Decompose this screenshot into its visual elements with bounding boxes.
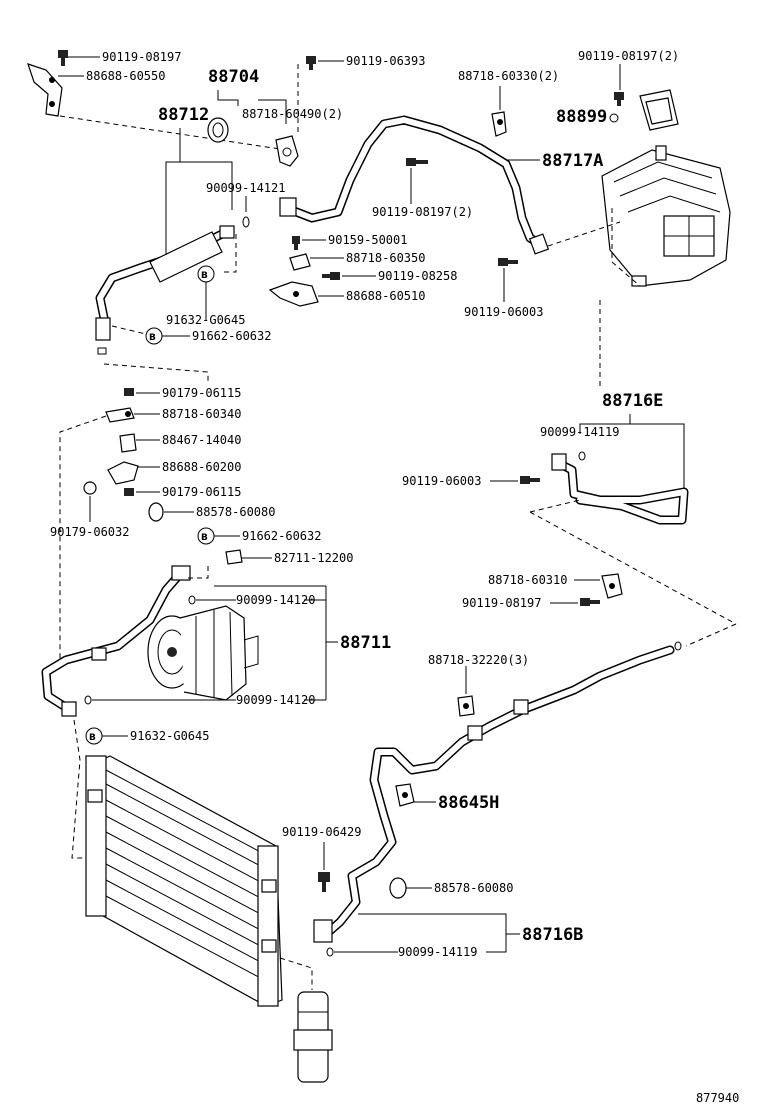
condenser-icon — [85, 755, 283, 1007]
label-88688-60510: 88688-60510 — [346, 289, 425, 303]
clamp-88718-32220-icon — [457, 695, 475, 717]
bolt-icon — [406, 158, 428, 166]
label-88718-60350: 88718-60350 — [346, 251, 425, 265]
bolt-90159-50001-icon — [292, 236, 300, 250]
label-91662-60632: 91662-60632 — [242, 529, 321, 543]
label-88688-60200: 88688-60200 — [162, 460, 241, 474]
bolt-90119-06393-icon — [306, 56, 316, 70]
label-90119-08197-2: 90119-08197(2) — [578, 49, 679, 63]
label-88899: 88899 — [556, 107, 607, 127]
discharge-hose-88711 — [41, 565, 191, 717]
receiver-dryer-icon — [293, 991, 333, 1083]
svg-text:B: B — [201, 533, 208, 543]
label-88645H: 88645H — [438, 793, 499, 813]
bolt-90119-06429-icon — [318, 872, 330, 892]
cushion-88578-60080-icon — [389, 877, 407, 899]
pipe-88716B — [313, 645, 675, 943]
label-91662-60632: 91662-60632 — [192, 329, 271, 343]
evaporator-unit-icon — [601, 145, 731, 287]
label-88718-60310: 88718-60310 — [488, 573, 567, 587]
clamp-88718-60350-icon — [289, 253, 311, 271]
clamp-88718-60490-icon — [275, 135, 299, 167]
label-90099-14120: 90099-14120 — [236, 593, 315, 607]
nut-90179-06032-icon — [83, 481, 97, 495]
label-91632-G0645: 91632-G0645 — [130, 729, 209, 743]
label-90119-08197-2: 90119-08197(2) — [372, 205, 473, 219]
bolt-icon — [58, 50, 68, 66]
label-90119-08258: 90119-08258 — [378, 269, 457, 283]
label-90099-14119: 90099-14119 — [398, 945, 477, 959]
label-90099-14120: 90099-14120 — [236, 693, 315, 707]
compressor-icon — [147, 605, 259, 701]
label-88712: 88712 — [158, 105, 209, 125]
label-82711-12200: 82711-12200 — [274, 551, 353, 565]
label-90179-06032: 90179-06032 — [50, 525, 129, 539]
bolt-icon — [580, 598, 600, 606]
svg-text:B: B — [201, 271, 208, 281]
bracket-88688-60550-icon — [27, 63, 63, 117]
clamp-88645H-icon — [395, 783, 415, 807]
svg-text:B: B — [149, 333, 156, 343]
clip-88467-14040-icon — [119, 433, 137, 453]
label-90179-06115: 90179-06115 — [162, 485, 241, 499]
label-88716E: 88716E — [602, 391, 663, 411]
amplifier-88899-icon — [639, 89, 679, 131]
label-88718-32220: 88718-32220(3) — [428, 653, 529, 667]
label-88467-14040: 88467-14040 — [162, 433, 241, 447]
label-88704: 88704 — [208, 67, 259, 87]
label-91632-G0645: 91632-G0645 — [166, 313, 245, 327]
label-88688-60550: 88688-60550 — [86, 69, 165, 83]
suction-hose-88712 — [95, 225, 235, 341]
figure-id: 877940 — [696, 1091, 739, 1105]
label-90119-08197: 90119-08197 — [462, 596, 541, 610]
label-90179-06115: 90179-06115 — [162, 386, 241, 400]
seal-icon: B — [197, 265, 215, 283]
label-90119-06429: 90119-06429 — [282, 825, 361, 839]
label-88718-60490: 88718-60490(2) — [242, 107, 343, 121]
valve-82711-12200-icon — [225, 549, 243, 565]
label-90119-06003: 90119-06003 — [464, 305, 543, 319]
seal-icon: B — [85, 727, 103, 745]
label-90119-06003: 90119-06003 — [402, 474, 481, 488]
bracket-88688-60510-icon — [268, 281, 319, 307]
bolt-icon — [614, 92, 624, 106]
pipe-88716E — [551, 453, 689, 525]
bolt-icon — [498, 258, 518, 266]
label-88718-60330: 88718-60330(2) — [458, 69, 559, 83]
label-90099-14121: 90099-14121 — [206, 181, 285, 195]
svg-text:B: B — [89, 733, 96, 743]
seal-icon: B — [145, 327, 163, 345]
label-88578-60080: 88578-60080 — [434, 881, 513, 895]
o-ring-icon — [242, 216, 250, 228]
clamp-88718-60340-icon — [105, 407, 135, 423]
clamp-icon — [207, 117, 229, 143]
nut-icon — [124, 388, 134, 396]
label-88717A: 88717A — [542, 151, 603, 171]
pipe-88717A — [279, 115, 550, 255]
label-90119-06393: 90119-06393 — [346, 54, 425, 68]
label-90119-08197: 90119-08197 — [102, 50, 181, 64]
cushion-88578-60080-icon — [148, 502, 164, 522]
label-88716B: 88716B — [522, 925, 583, 945]
bracket-88688-60200-icon — [107, 461, 139, 485]
label-90159-50001: 90159-50001 — [328, 233, 407, 247]
clamp-88718-60310-icon — [601, 573, 623, 599]
bolt-90119-08258-icon — [322, 272, 340, 280]
label-90099-14119: 90099-14119 — [540, 425, 619, 439]
clamp-88718-60330-icon — [491, 111, 507, 137]
label-88578-60080: 88578-60080 — [196, 505, 275, 519]
seal-icon: B — [197, 527, 215, 545]
nut-icon — [124, 488, 134, 496]
bolt-icon — [520, 476, 540, 484]
label-88718-60340: 88718-60340 — [162, 407, 241, 421]
label-88711: 88711 — [340, 633, 391, 653]
